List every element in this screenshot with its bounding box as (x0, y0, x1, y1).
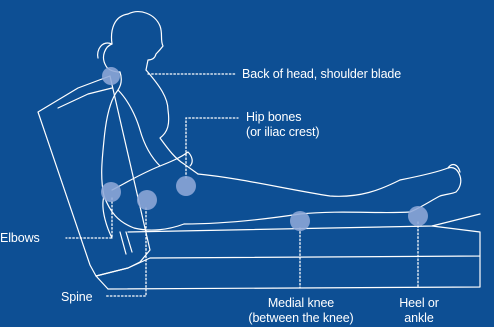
label-ankle: ankle (384, 311, 454, 325)
backrest-inner-edge (58, 88, 112, 108)
label-elbows: Elbows (0, 231, 40, 245)
elbow-outline (103, 196, 112, 238)
mattress-side (96, 276, 108, 289)
leader-hip (186, 118, 238, 178)
mattress-front (96, 226, 480, 276)
label-medial-knee: Medial knee (236, 296, 366, 310)
lower-leg-top (400, 167, 461, 192)
label-back-of-head-shoulder-blade: Back of head, shoulder blade (242, 67, 401, 81)
head-outline (128, 12, 163, 70)
pressure-point-head-shoulder (102, 67, 120, 85)
backrest-cushion (38, 76, 150, 276)
label-heel-or: Heel or (384, 296, 454, 310)
thigh-top (198, 174, 400, 196)
mattress-bottom (108, 256, 480, 289)
pressure-point-heel (408, 206, 428, 226)
pressure-point-hip (176, 176, 196, 196)
cord-lines (120, 232, 132, 254)
pressure-point-spine (137, 190, 157, 210)
label-hip-bones: Hip bones (246, 110, 301, 124)
label-spine: Spine (61, 290, 92, 304)
label-iliac-crest: (or iliac crest) (246, 125, 319, 139)
upper-arm (118, 90, 160, 166)
pressure-point-medial-knee (290, 211, 310, 231)
label-between-the-knee: (between the knee) (236, 311, 366, 325)
pressure-point-elbow (101, 182, 121, 202)
